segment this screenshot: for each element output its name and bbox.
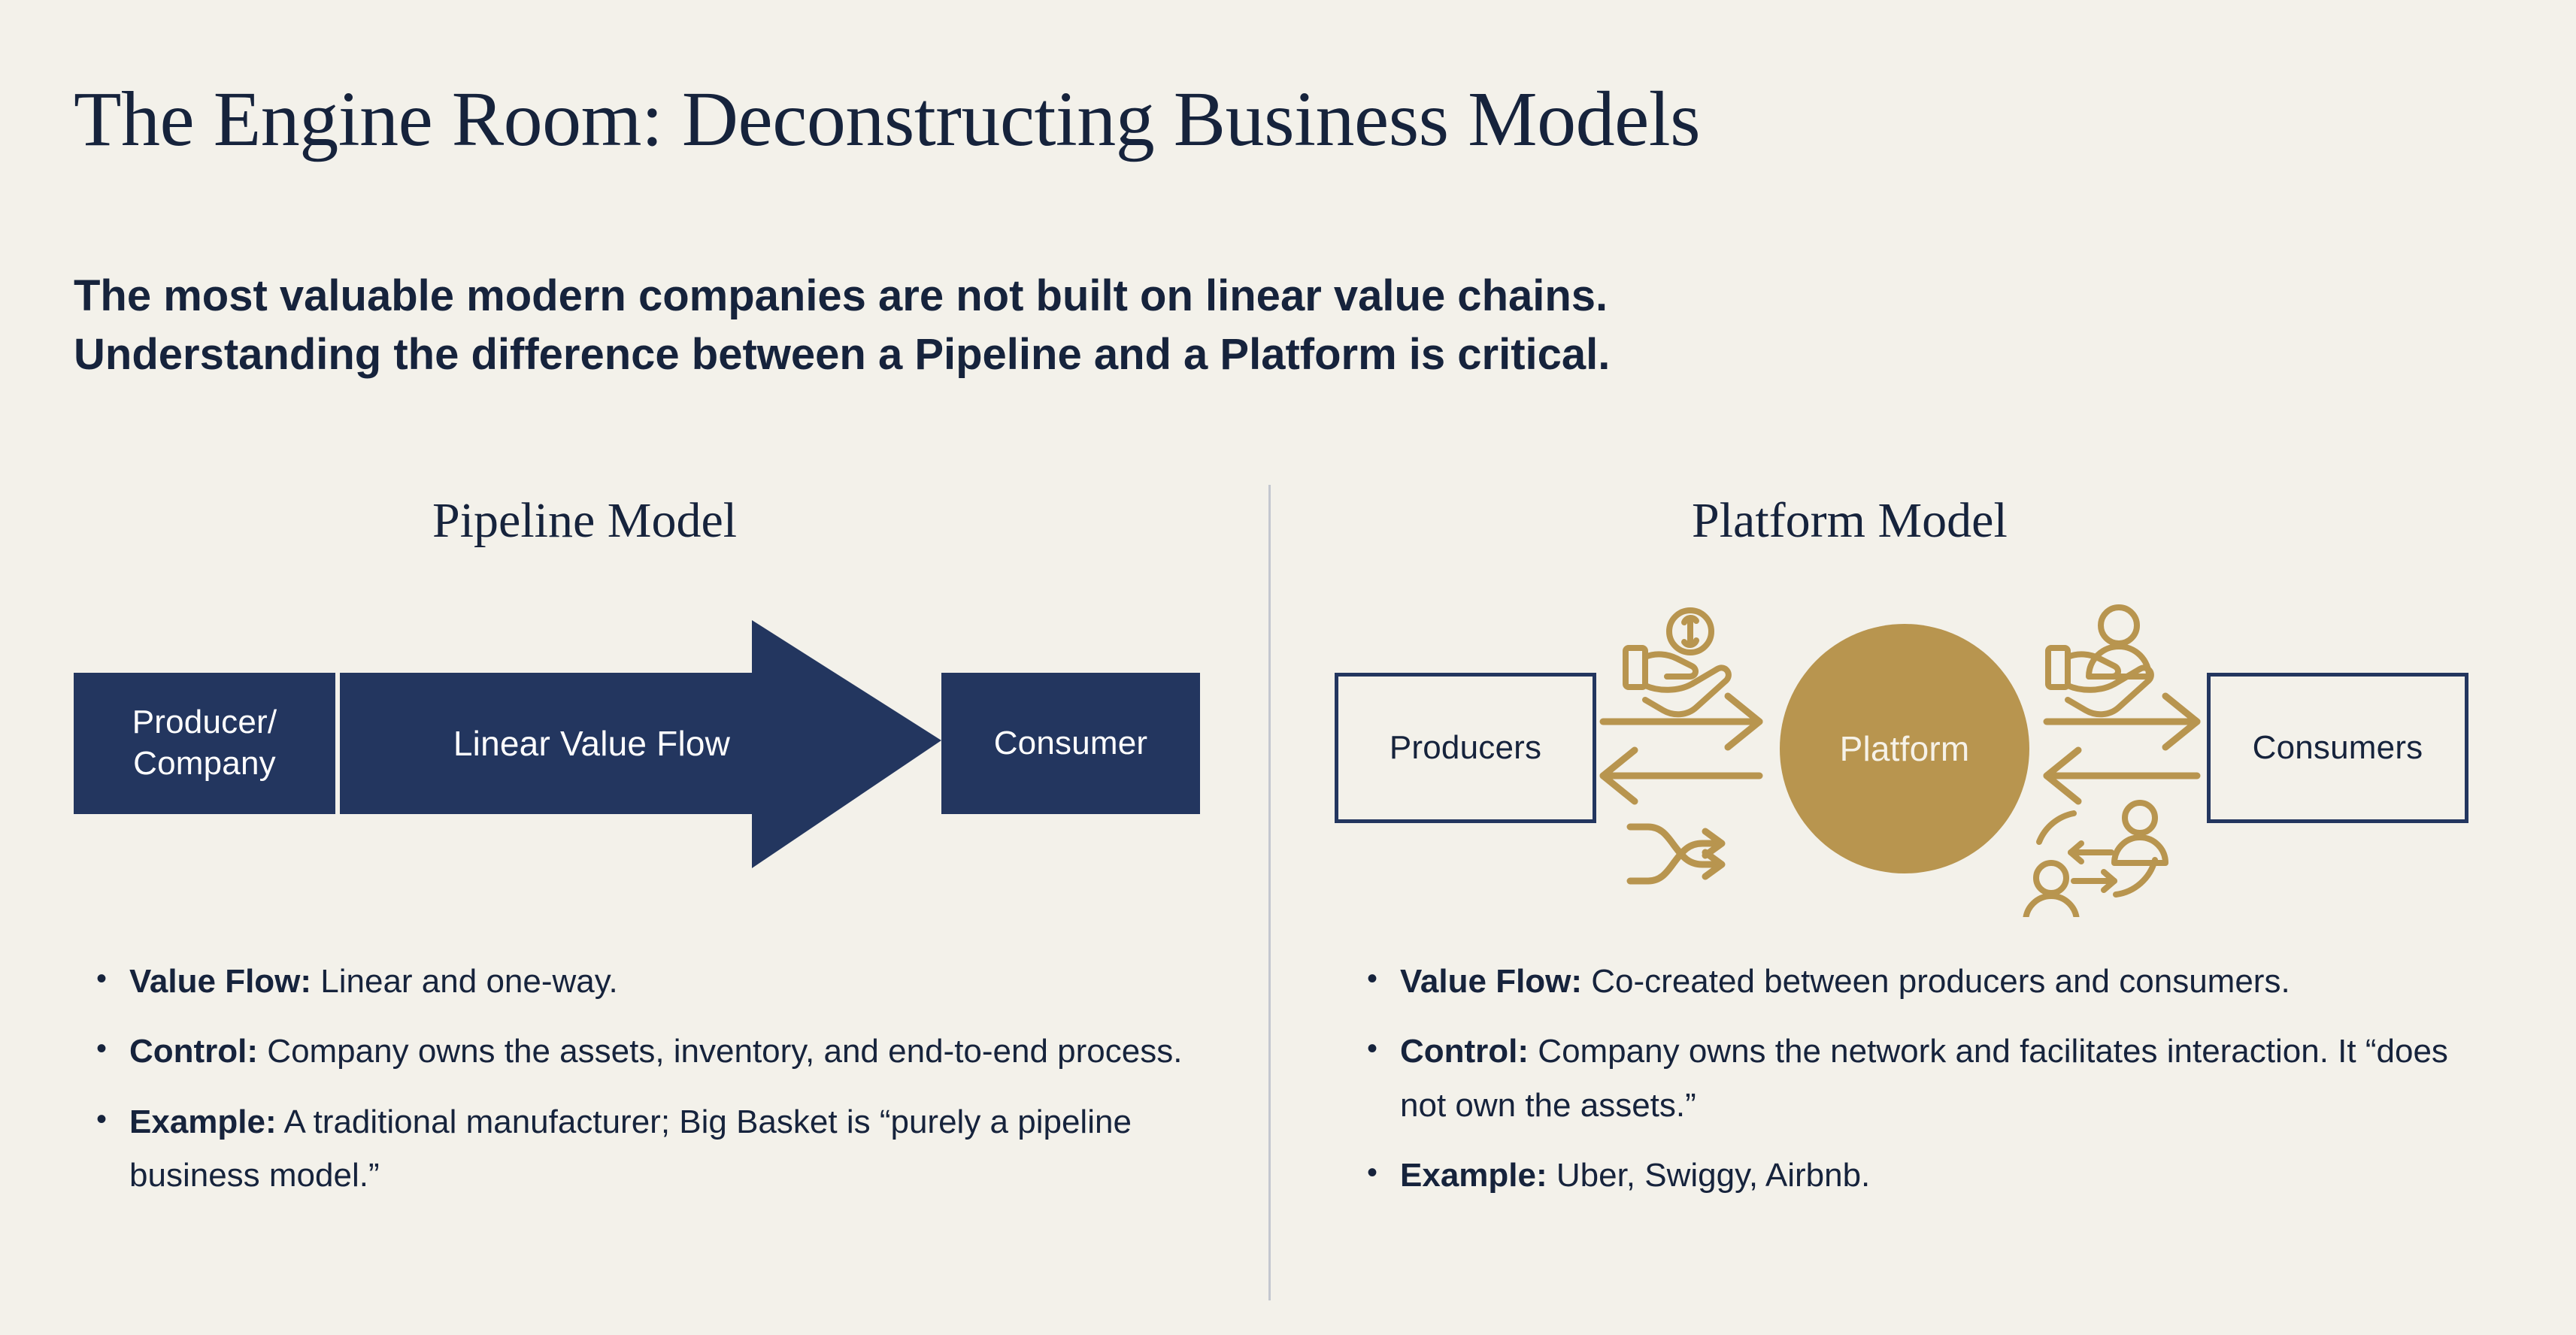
- exchange-double-arrow-icon: [2068, 840, 2117, 893]
- bullet-text: Company owns the assets, inventory, and …: [258, 1033, 1183, 1070]
- platform-bullet-list: Value Flow: Co-created between producers…: [1353, 955, 2466, 1218]
- right-chevron-arrow-icon: [340, 620, 941, 868]
- consumers-to-platform-arrow: [2043, 746, 2201, 805]
- bullet-text: Uber, Swiggy, Airbnb.: [1547, 1156, 1871, 1194]
- list-item: Value Flow: Co-created between producers…: [1353, 955, 2466, 1008]
- list-item: Value Flow: Linear and one-way.: [83, 955, 1196, 1008]
- page-title: The Engine Room: Deconstructing Business…: [74, 76, 1701, 162]
- bullet-lead: Control:: [129, 1033, 259, 1070]
- platform-diagram: Producers Platform Consumers: [1278, 601, 2576, 917]
- linear-value-flow-arrow: [340, 620, 941, 868]
- list-item: Example: A traditional manufacturer; Big…: [83, 1095, 1196, 1203]
- bullet-text: Co-created between producers and consume…: [1582, 963, 2290, 1000]
- platform-to-consumers-arrow: [2043, 692, 2201, 751]
- people-exchange-icon: [2023, 800, 2168, 917]
- pipeline-bullet-list: Value Flow: Linear and one-way. Control:…: [83, 955, 1196, 1218]
- page-subtitle: The most valuable modern companies are n…: [74, 267, 2420, 383]
- bullet-lead: Control:: [1400, 1033, 1529, 1070]
- producer-box-line-1: Producer/: [132, 704, 277, 741]
- bullet-text: Company owns the network and facilitates…: [1400, 1033, 2448, 1124]
- platform-to-producers-arrow: [1599, 746, 1763, 805]
- producer-company-box: Producer/ Company: [74, 673, 335, 814]
- hand-holding-money-icon: [1623, 607, 1732, 718]
- pipeline-model-heading: Pipeline Model: [432, 493, 738, 548]
- subtitle-line-2: Understanding the difference between a P…: [74, 329, 1611, 379]
- shuffle-arrows-icon: [1626, 823, 1726, 885]
- platform-circle: Platform: [1780, 624, 2029, 873]
- subtitle-line-1: The most valuable modern companies are n…: [74, 271, 1608, 320]
- hand-holding-person-icon: [2045, 604, 2154, 718]
- consumers-box: Consumers: [2207, 673, 2468, 823]
- platform-model-heading: Platform Model: [1692, 493, 2008, 548]
- column-divider: [1268, 485, 1271, 1300]
- producers-box: Producers: [1335, 673, 1596, 823]
- pipeline-diagram: Producer/ Company Linear Value Flow Cons…: [0, 601, 1248, 917]
- bullet-text: A traditional manufacturer; Big Basket i…: [129, 1103, 1132, 1194]
- consumer-box: Consumer: [941, 673, 1200, 814]
- bullet-lead: Example:: [1400, 1156, 1547, 1194]
- producers-to-platform-arrow: [1599, 692, 1763, 751]
- bullet-lead: Example:: [129, 1103, 277, 1140]
- bullet-lead: Value Flow:: [129, 963, 312, 1000]
- list-item: Control: Company owns the network and fa…: [1353, 1025, 2466, 1132]
- bullet-text: Linear and one-way.: [311, 963, 618, 1000]
- list-item: Example: Uber, Swiggy, Airbnb.: [1353, 1149, 2466, 1202]
- bullet-lead: Value Flow:: [1400, 963, 1583, 1000]
- producer-box-line-2: Company: [133, 745, 276, 782]
- list-item: Control: Company owns the assets, invent…: [83, 1025, 1196, 1078]
